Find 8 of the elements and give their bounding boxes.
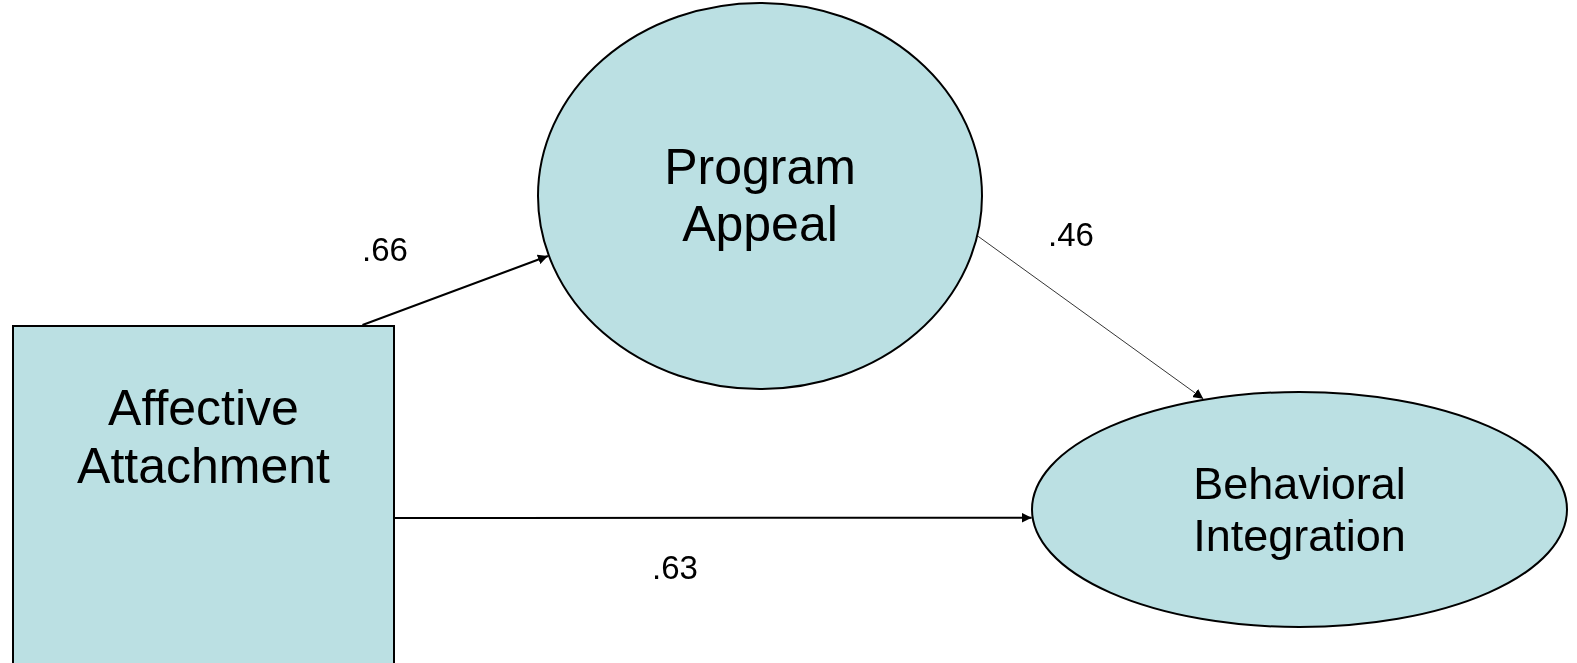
arrow	[394, 512, 1033, 523]
construct-ellipse	[537, 2, 983, 390]
node-label: Behavioral Integration	[1192, 457, 1407, 562]
construct-box	[12, 325, 395, 663]
arrow	[361, 254, 549, 326]
node-label: Program Appeal	[663, 138, 857, 254]
construct-ellipse	[1031, 391, 1568, 628]
node-label: Affective Attachment	[76, 380, 331, 495]
